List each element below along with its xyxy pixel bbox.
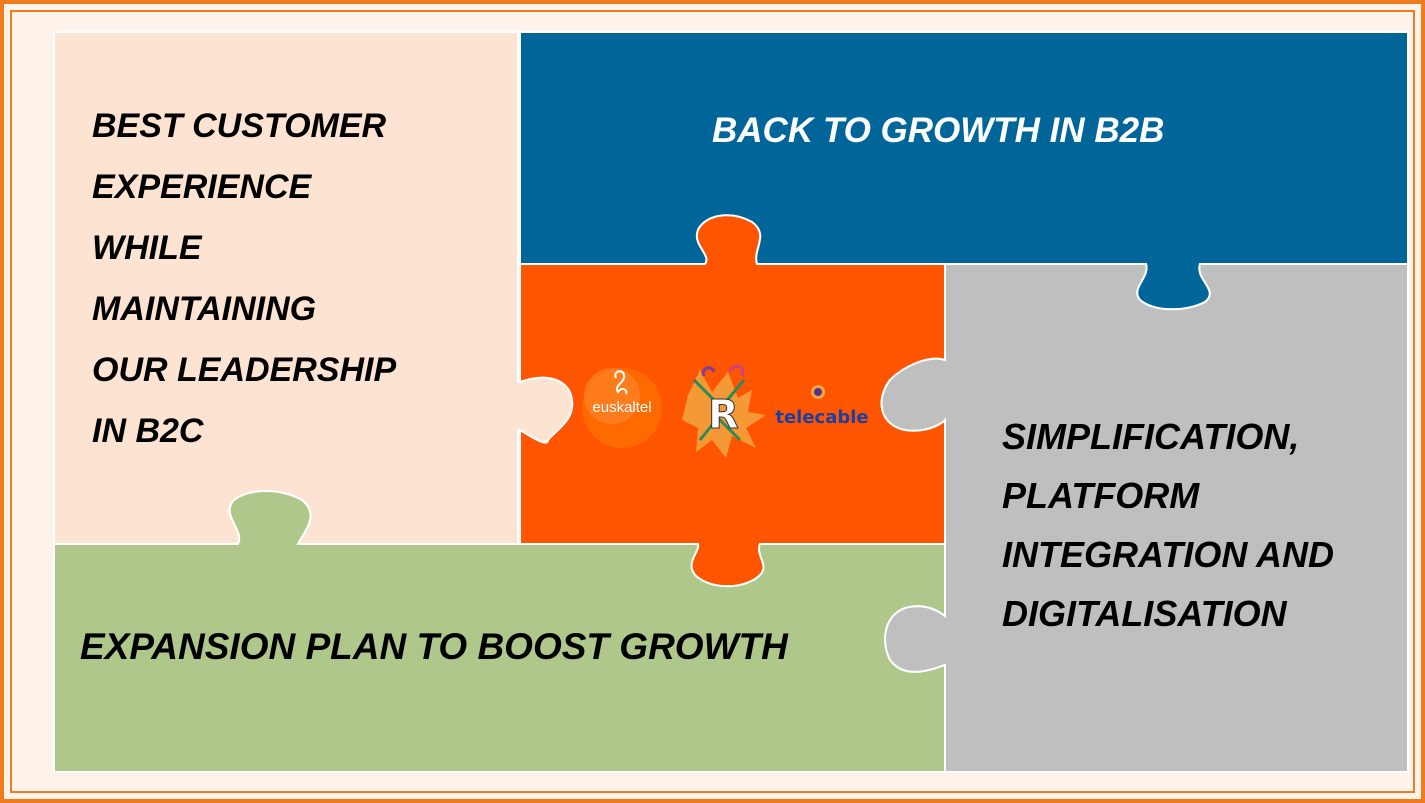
euskaltel-logo: euskaltel [582,368,662,448]
telecable-logo-text: telecable [775,407,868,428]
b2c-label: BEST CUSTOMER EXPERIENCE WHILE MAINTAINI… [92,96,472,462]
expansion-label: EXPANSION PLAN TO BOOST GROWTH [80,626,788,667]
b2c-label-line: WHILE [92,229,202,267]
b2c-label-line: IN B2C [92,412,204,450]
b2c-label-line: OUR LEADERSHIP [92,351,397,389]
frame-inner-border [10,10,1415,793]
euskaltel-logo-text: euskaltel [592,399,651,416]
r-logo-text: R [708,392,739,438]
simplification-label-line: PLATFORM [1002,475,1200,516]
simplification-label-line: INTEGRATION AND [1002,534,1334,575]
simplification-label: SIMPLIFICATION, PLATFORM INTEGRATION AND… [1002,407,1402,643]
b2c-label-line: MAINTAINING [92,290,317,328]
b2c-label-line: BEST CUSTOMER [92,107,387,145]
telecable-logo: telecable [775,385,869,428]
b2b-label: BACK TO GROWTH IN B2B [712,111,1165,150]
r-logo: R [682,364,766,458]
puzzle-piece-expansion [53,490,946,773]
b2c-label-line: EXPERIENCE [92,168,312,206]
simplification-label-line: SIMPLIFICATION, [1002,416,1300,457]
simplification-label-line: DIGITALISATION [1002,593,1287,634]
